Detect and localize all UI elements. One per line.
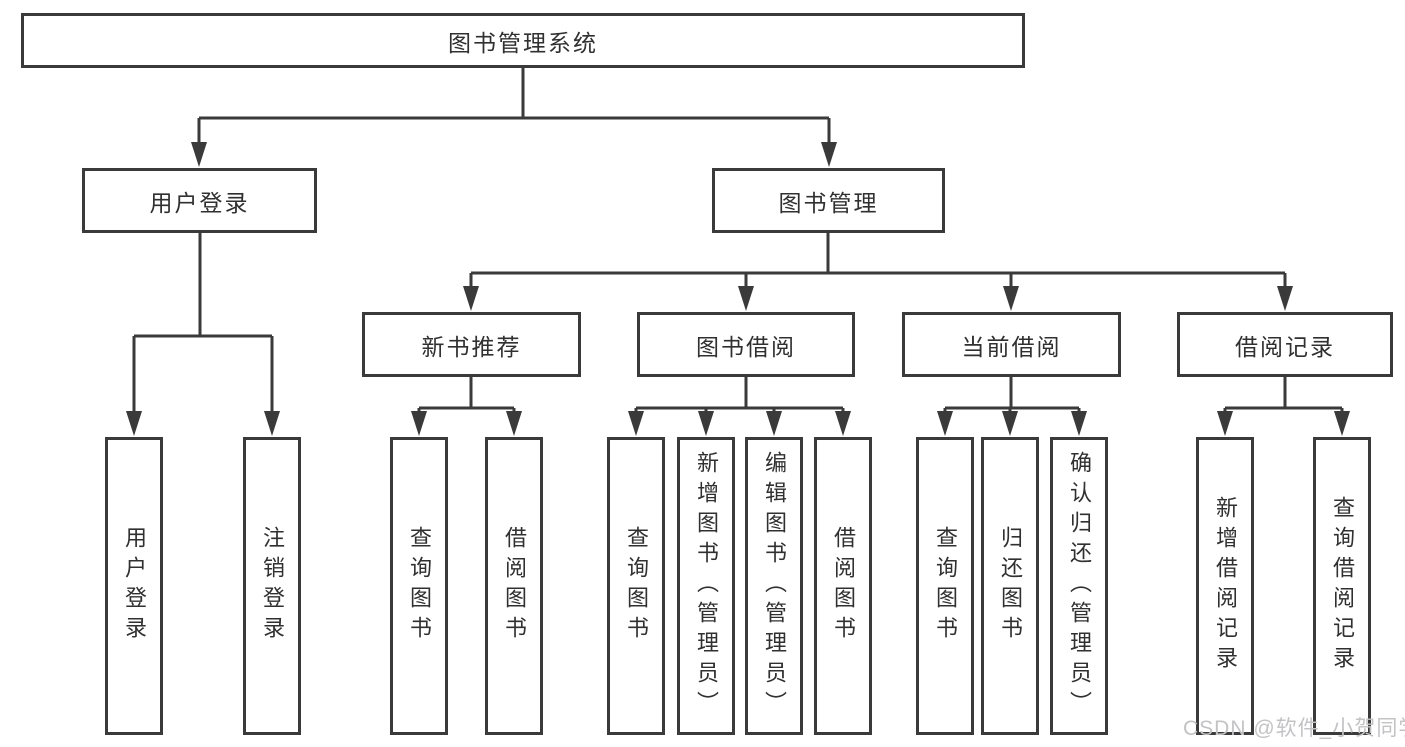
node-root-library-system: 图书管理系统 [21, 13, 1025, 68]
node-new-book-recommend: 新书推荐 [362, 312, 581, 377]
arrowhead [628, 411, 644, 436]
connector-new-book-recommend [411, 377, 522, 436]
leaf-borrow-books-recommend: 借阅图书 [485, 437, 543, 735]
arrowhead [698, 411, 714, 436]
arrowhead [821, 142, 837, 167]
leaf-add-book-admin: 新增图书（管理员） [677, 437, 735, 735]
arrowhead [126, 411, 142, 436]
leaf-label: 新增借阅记录 [1213, 496, 1238, 676]
arrowhead [738, 286, 754, 311]
arrowhead [463, 286, 479, 311]
leaf-label: 查询借阅记录 [1330, 496, 1355, 676]
connector-book-borrow [628, 377, 851, 436]
node-current-borrow: 当前借阅 [902, 312, 1121, 377]
arrowhead [1002, 411, 1018, 436]
arrowhead [1334, 411, 1350, 436]
leaf-confirm-return-admin: 确认归还（管理员） [1050, 437, 1108, 735]
leaf-label: 借阅图书 [502, 526, 527, 646]
arrowhead [191, 142, 207, 167]
arrowhead [506, 411, 522, 436]
leaf-query-books-current: 查询图书 [916, 437, 974, 735]
arrowhead [1217, 411, 1233, 436]
leaf-query-books-borrow: 查询图书 [607, 437, 665, 735]
leaf-borrow-books: 借阅图书 [814, 437, 872, 735]
connector-user-login-branch [126, 233, 280, 436]
arrowhead [1277, 286, 1293, 311]
node-borrow-records: 借阅记录 [1177, 312, 1393, 377]
node-user-login-branch: 用户登录 [82, 168, 317, 233]
leaf-user-login: 用户登录 [105, 437, 163, 735]
arrowhead [411, 411, 427, 436]
leaf-label: 查询图书 [933, 526, 958, 646]
leaf-label: 归还图书 [998, 526, 1023, 646]
leaf-label: 查询图书 [624, 526, 649, 646]
leaf-label: 确认归还（管理员） [1067, 451, 1092, 721]
connector-borrow-records [1217, 377, 1350, 436]
leaf-edit-book-admin: 编辑图书（管理员） [745, 437, 803, 735]
leaf-add-borrow-record: 新增借阅记录 [1196, 437, 1254, 735]
arrowhead [1003, 286, 1019, 311]
leaf-label: 查询图书 [407, 526, 432, 646]
leaf-label: 注销登录 [260, 526, 285, 646]
arrowhead [264, 411, 280, 436]
leaf-query-borrow-record: 查询借阅记录 [1313, 437, 1371, 735]
leaf-label: 新增图书（管理员） [694, 451, 719, 721]
node-book-management-branch: 图书管理 [712, 168, 945, 233]
node-book-borrow: 图书借阅 [637, 312, 855, 377]
leaf-label: 编辑图书（管理员） [762, 451, 787, 721]
arrowhead [835, 411, 851, 436]
leaf-query-books-recommend: 查询图书 [390, 437, 448, 735]
leaf-label: 借阅图书 [831, 526, 856, 646]
connector-root-to-level2 [191, 68, 837, 167]
connector-book-management-to-level3 [463, 233, 1293, 311]
leaf-return-book: 归还图书 [981, 437, 1039, 735]
connector-current-borrow [937, 377, 1087, 436]
csdn-watermark: CSDN @软件_小贺同学 [1183, 717, 1405, 740]
arrowhead [937, 411, 953, 436]
leaf-logout: 注销登录 [243, 437, 301, 735]
arrowhead [766, 411, 782, 436]
leaf-label: 用户登录 [122, 526, 147, 646]
arrowhead [1071, 411, 1087, 436]
